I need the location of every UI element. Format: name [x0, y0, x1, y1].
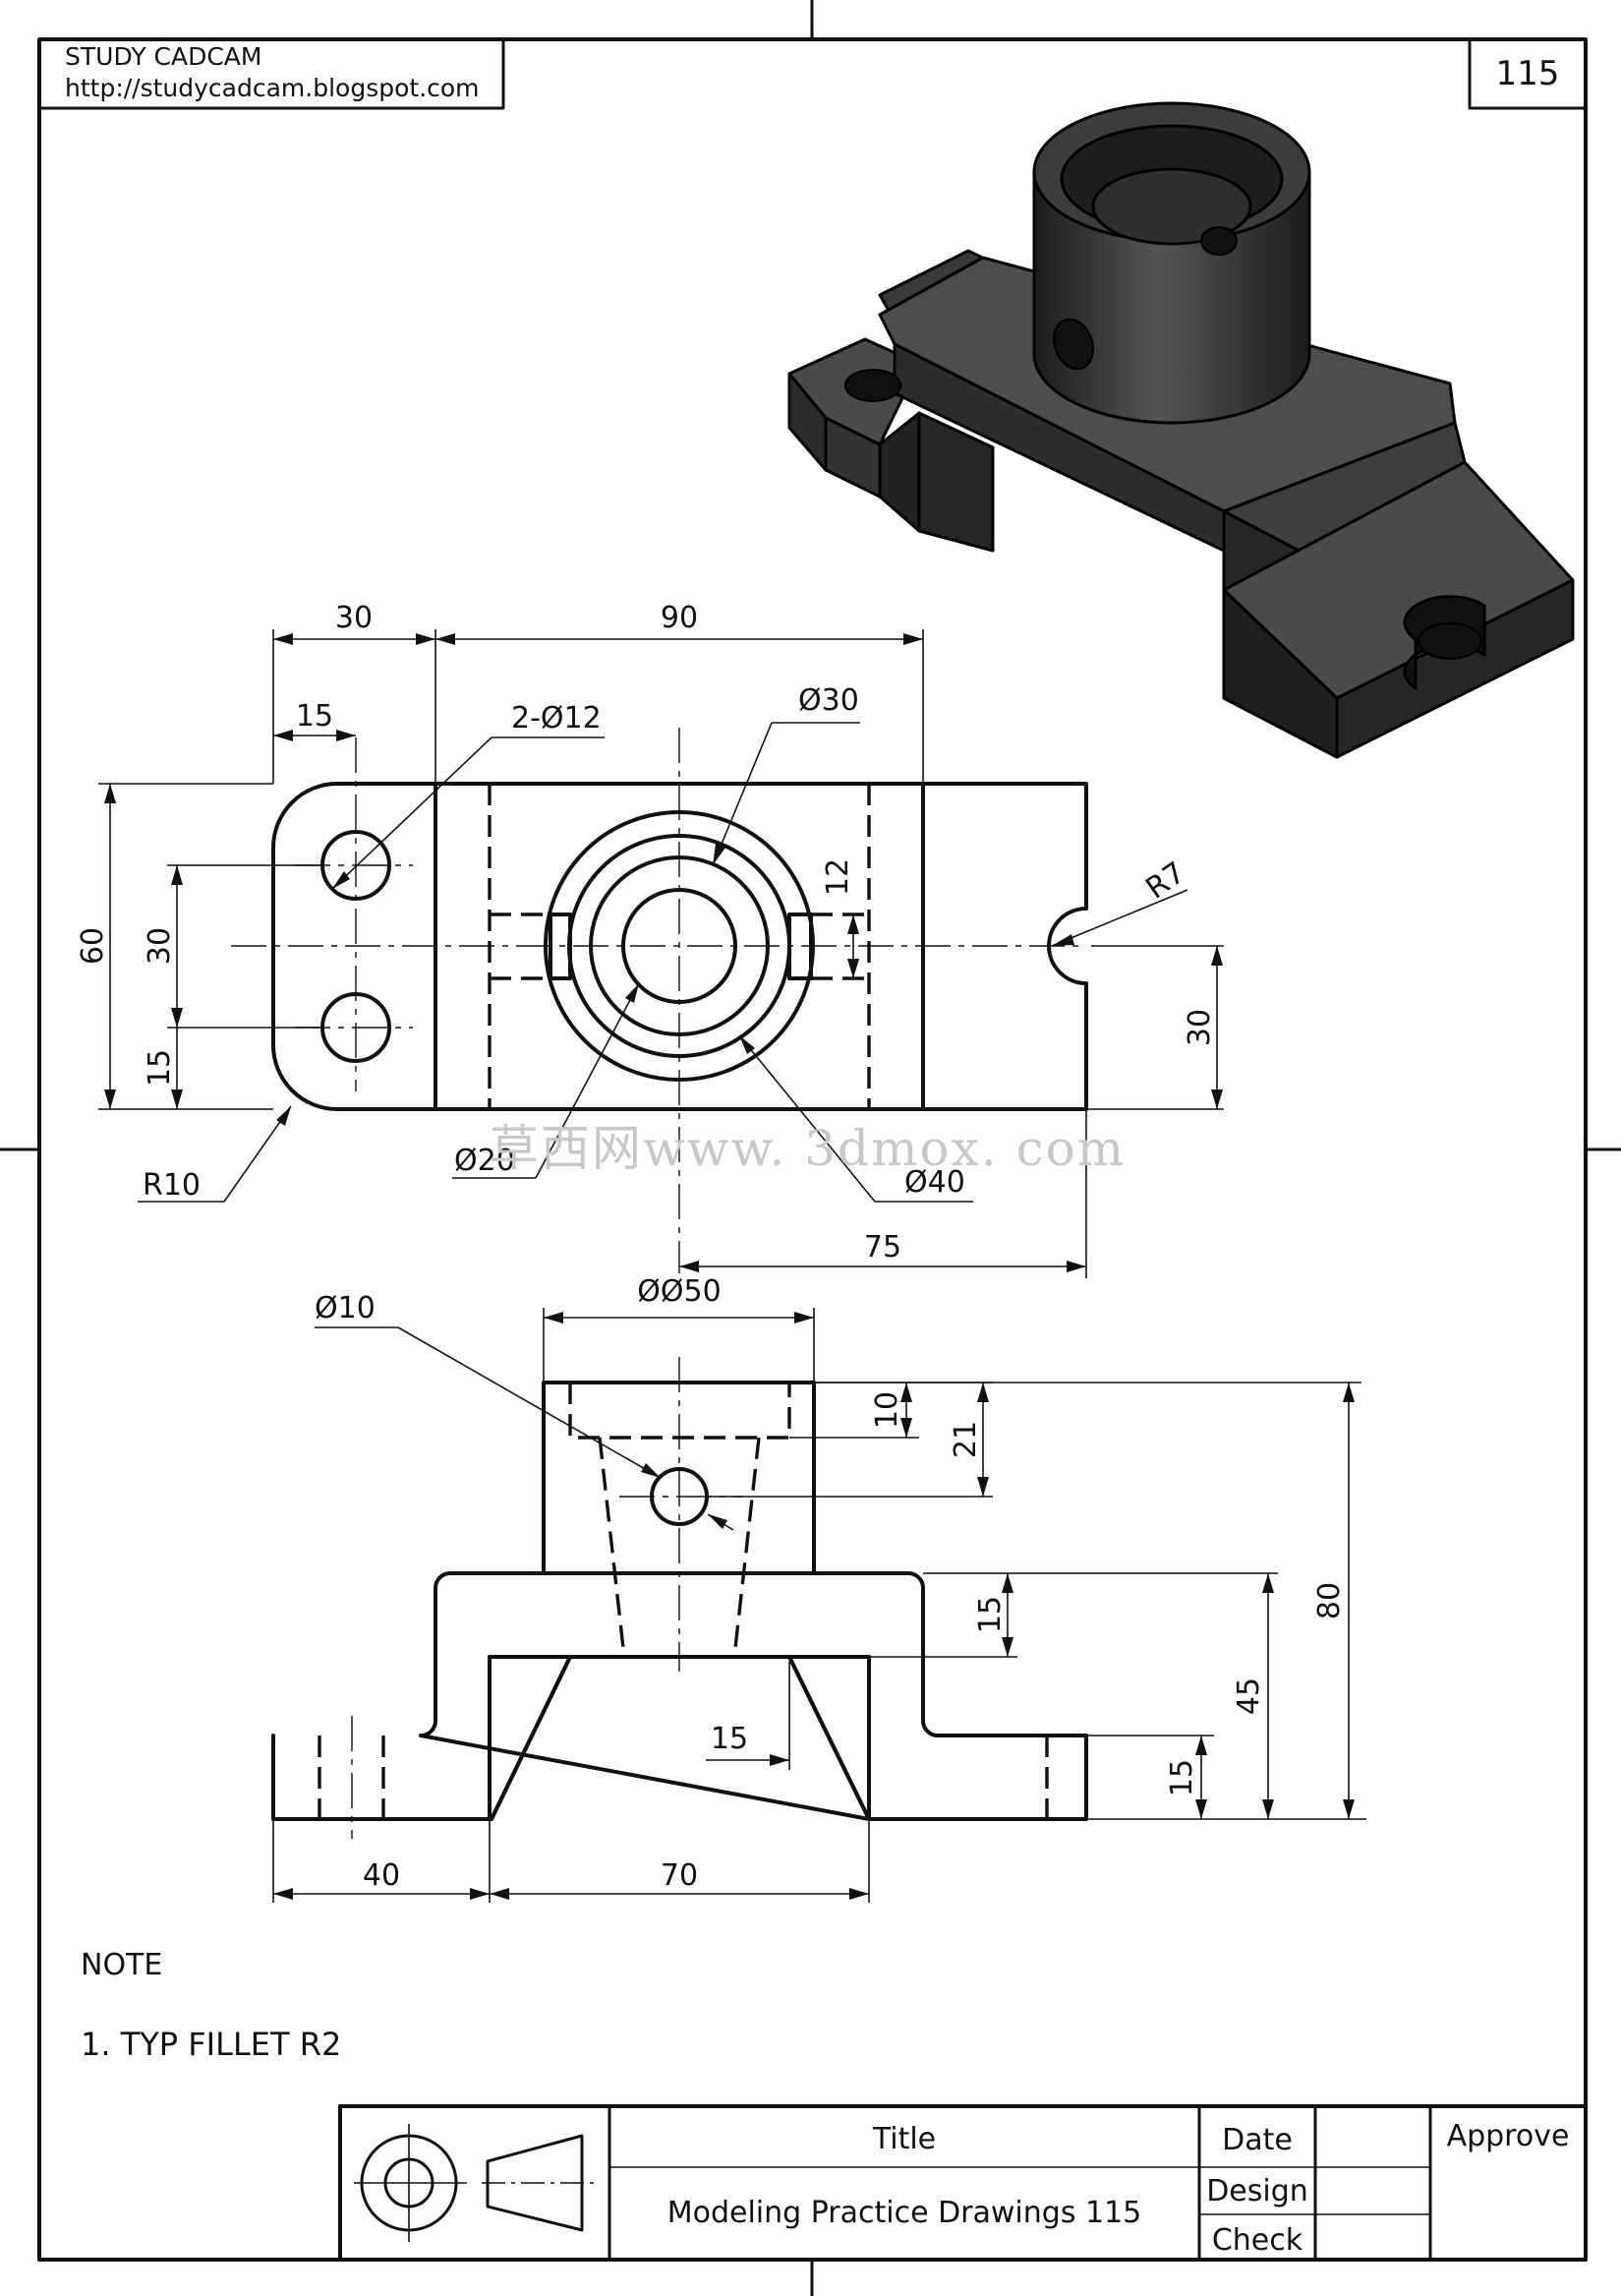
dim-bore-30: Ø30 — [798, 683, 859, 718]
brand-name: STUDY CADCAM — [65, 42, 261, 71]
notes: NOTE 1. TYP FILLET R2 — [81, 1948, 341, 2063]
dim-front-40: 40 — [363, 1858, 400, 1893]
title-value: Modeling Practice Drawings 115 — [667, 2196, 1142, 2230]
title-label: Title — [872, 2122, 936, 2156]
dim-front-21: 21 — [949, 1421, 983, 1458]
approve-label: Approve — [1447, 2119, 1570, 2153]
dim-bottom-15: 15 — [143, 1049, 177, 1087]
front-view: Ø10 ØØ50 10 21 15 80 — [271, 1274, 1366, 1903]
dim-boss-40: Ø40 — [904, 1165, 965, 1200]
dim-front-15-inner: 15 — [711, 1722, 748, 1756]
brand-url: http://studycadcam.blogspot.com — [65, 74, 480, 102]
dim-right-30: 30 — [1183, 1009, 1217, 1046]
date-label: Date — [1222, 2123, 1293, 2157]
dim-notch-r7: R7 — [1140, 855, 1192, 907]
check-label: Check — [1212, 2223, 1303, 2258]
dim-front-10: 10 — [870, 1391, 904, 1429]
dim-top-30: 30 — [335, 601, 373, 635]
title-block: Title Modeling Practice Drawings 115 Dat… — [338, 2104, 1588, 2262]
projection-symbol-icon — [354, 2124, 600, 2242]
notes-heading: NOTE — [81, 1948, 162, 1982]
header-brand-box: STUDY CADCAM http://studycadcam.blogspot… — [37, 37, 505, 110]
dim-bore-20: Ø20 — [454, 1144, 515, 1178]
dim-height-60: 60 — [76, 927, 110, 965]
dim-holes-30: 30 — [143, 927, 177, 965]
dim-top-90: 90 — [661, 601, 698, 635]
dim-75: 75 — [864, 1230, 901, 1265]
dim-top-15: 15 — [296, 699, 333, 734]
dim-front-15-top: 15 — [973, 1596, 1008, 1633]
dim-boss-50: ØØ50 — [637, 1274, 721, 1309]
dim-slot-12: 12 — [821, 858, 855, 896]
dim-front-80: 80 — [1312, 1582, 1347, 1619]
dim-holes-2x12: 2-Ø12 — [511, 701, 602, 736]
sheet-number: 115 — [1496, 54, 1560, 93]
dim-front-45: 45 — [1232, 1678, 1266, 1715]
design-label: Design — [1206, 2174, 1308, 2208]
dim-cross-hole-10: Ø10 — [315, 1291, 376, 1325]
dim-front-70: 70 — [661, 1858, 698, 1893]
notes-item-1: 1. TYP FILLET R2 — [81, 2026, 341, 2063]
sheet-number-box: 115 — [1468, 37, 1588, 110]
dim-front-15-base: 15 — [1165, 1759, 1199, 1796]
watermark: 草西网www. 3dmox. com — [490, 1120, 1126, 1177]
isometric-model — [787, 101, 1575, 759]
dim-fillet-r10: R10 — [143, 1168, 201, 1203]
